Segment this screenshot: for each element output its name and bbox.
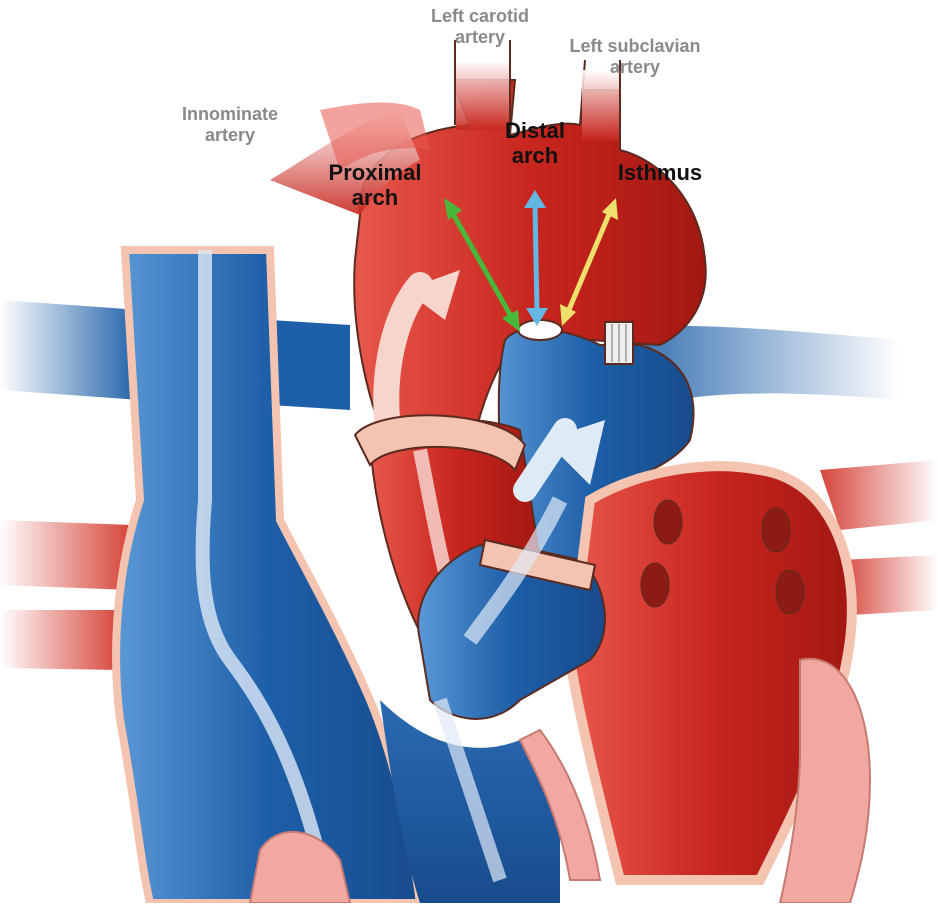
label-isthmus: Isthmus [600,160,720,185]
label-distal-arch: Distal arch [480,118,590,169]
label-left-subclavian-artery: Left subclavian artery [550,36,720,77]
label-innominate-artery: Innominate artery [160,104,300,145]
label-left-carotid-artery: Left carotid artery [410,6,550,47]
left-pulmonary-veins [0,520,130,670]
label-proximal-arch: Proximal arch [310,160,440,211]
